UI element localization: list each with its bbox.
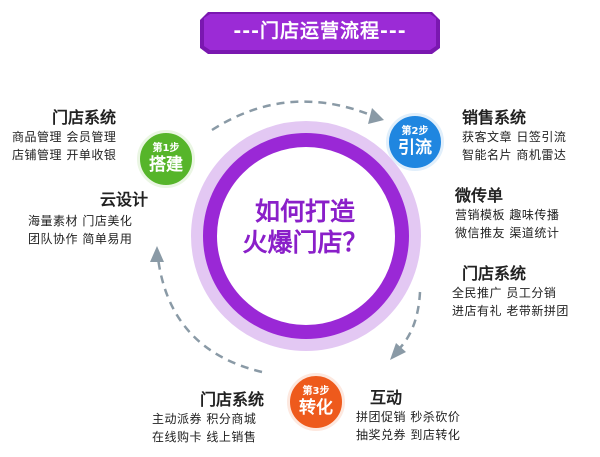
group-store-system-3-line-1: 主动派券 积分商城 (152, 412, 257, 426)
arrow-arc-right (397, 291, 422, 351)
step-3-label: 第3步 (302, 386, 330, 397)
step-2-label: 第2步 (401, 126, 429, 137)
title-banner: ---门店运营流程--- (233, 20, 407, 42)
group-store-system-1-line-2: 店铺管理 开单收银 (12, 148, 117, 162)
arrow-head-top (368, 108, 384, 124)
group-sales-system-line-2: 智能名片 商机雷达 (462, 148, 567, 162)
arrow-arc-left (156, 257, 263, 374)
group-store-system-1-title: 门店系统 (52, 108, 117, 127)
group-store-system-3-title: 门店系统 (200, 390, 265, 409)
step-badge-2: 第2步 引流 (386, 113, 444, 171)
group-store-system-2-line-1: 全民推广 员工分销 (452, 286, 557, 300)
group-store-system-2-line-2: 进店有礼 老带新拼团 (452, 304, 569, 318)
step-1-name: 搭建 (149, 155, 183, 175)
step-1-label: 第1步 (152, 143, 180, 154)
ring-outer (191, 121, 421, 351)
group-micro-flyer-title: 微传单 (455, 186, 504, 205)
step-badge-1: 第1步 搭建 (137, 130, 195, 188)
group-sales-system-line-1: 获客文章 日签引流 (462, 130, 567, 144)
group-cloud-design-title: 云设计 (100, 190, 149, 209)
ring-inner (203, 133, 409, 339)
group-sales-system-title: 销售系统 (462, 108, 527, 127)
group-interaction-line-1: 拼团促销 秒杀砍价 (356, 410, 461, 424)
step-2-name: 引流 (398, 138, 432, 158)
center-line-2: 火爆门店？ (242, 228, 368, 257)
title-banner-shape (200, 12, 440, 54)
group-micro-flyer-line-2: 微信推友 渠道统计 (455, 226, 560, 240)
group-interaction-line-2: 抽奖兑券 到店转化 (356, 428, 461, 442)
group-store-system-3-line-2: 在线购卡 线上销售 (152, 430, 257, 444)
step-3-name: 转化 (299, 398, 333, 418)
group-cloud-design-line-2: 团队协作 简单易用 (28, 232, 133, 246)
group-micro-flyer-line-1: 营销模板 趣味传播 (455, 208, 560, 222)
arrow-head-right (390, 343, 406, 360)
center-question: 如何打造 火爆门店？ (230, 196, 380, 258)
arrow-arc-top (211, 100, 379, 132)
center-line-1: 如何打造 (254, 197, 355, 226)
group-cloud-design-line-1: 海量素材 门店美化 (28, 214, 133, 228)
group-interaction-title: 互动 (370, 388, 403, 407)
group-store-system-1-line-1: 商品管理 会员管理 (12, 130, 117, 144)
arrow-head-left (150, 246, 164, 262)
group-store-system-2-title: 门店系统 (462, 264, 527, 283)
ring-center (218, 148, 394, 324)
step-badge-3: 第3步 转化 (287, 373, 345, 431)
